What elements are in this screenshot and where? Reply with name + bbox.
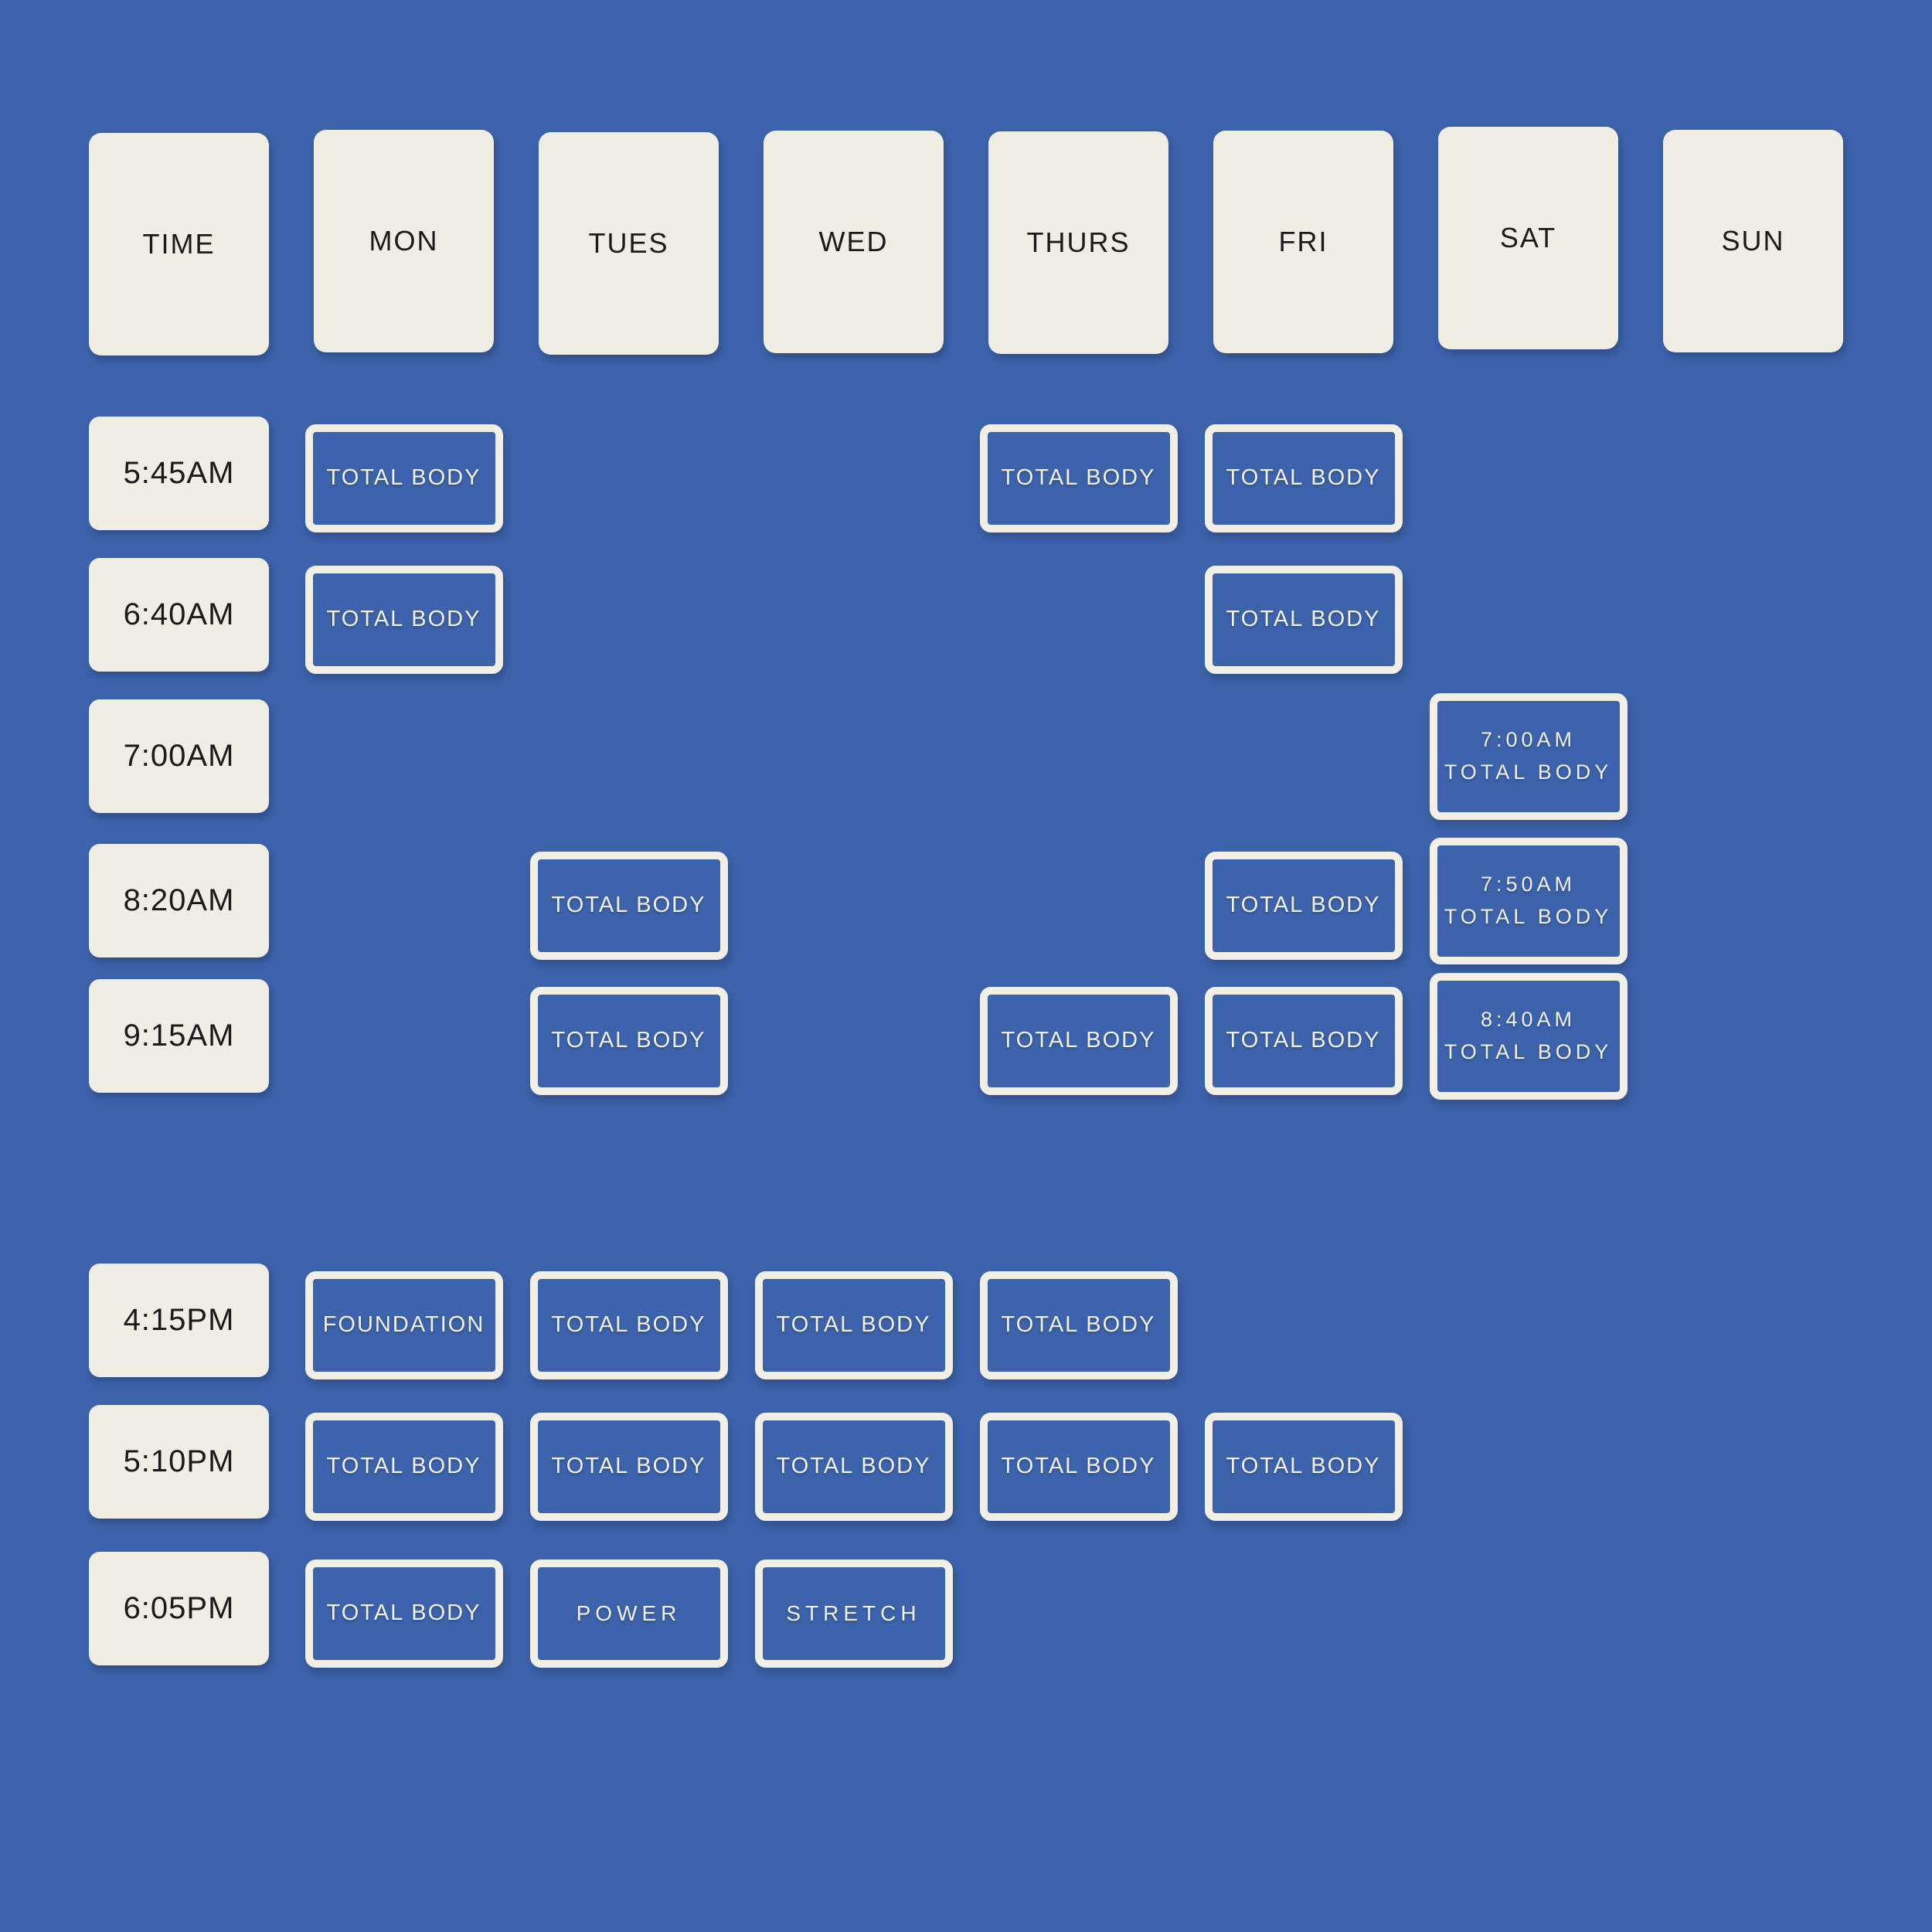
class-card: 8:40AM TOTAL BODY bbox=[1429, 972, 1628, 1100]
class-card-time: 8:40AM bbox=[1480, 1007, 1577, 1031]
column-header-fri: FRI bbox=[1213, 131, 1393, 353]
class-card: TOTAL BODY bbox=[1204, 986, 1403, 1095]
class-card: TOTAL BODY bbox=[979, 1412, 1178, 1521]
time-cell-7:00am: 7:00AM bbox=[89, 699, 269, 813]
time-cell-9:15am: 9:15AM bbox=[89, 979, 269, 1093]
column-header-thurs: THURS bbox=[988, 131, 1168, 354]
class-card: TOTAL BODY bbox=[754, 1412, 953, 1521]
class-card-time: 7:50AM bbox=[1480, 872, 1577, 896]
column-header-tues: TUES bbox=[539, 132, 719, 355]
class-card: TOTAL BODY bbox=[1204, 1412, 1403, 1521]
class-card: TOTAL BODY bbox=[979, 986, 1178, 1095]
class-card: TOTAL BODY bbox=[754, 1270, 953, 1379]
class-card: TOTAL BODY bbox=[1204, 851, 1403, 960]
column-header-wed: WED bbox=[764, 131, 944, 353]
class-card: TOTAL BODY bbox=[304, 1412, 503, 1521]
class-card: TOTAL BODY bbox=[979, 423, 1178, 532]
time-cell-6:40am: 6:40AM bbox=[89, 558, 269, 672]
class-card: TOTAL BODY bbox=[529, 986, 728, 1095]
column-header-sun: SUN bbox=[1663, 130, 1843, 352]
class-card: 7:00AM TOTAL BODY bbox=[1429, 692, 1628, 820]
class-card: TOTAL BODY bbox=[529, 1412, 728, 1521]
column-header-mon: MON bbox=[314, 130, 494, 352]
time-cell-4:15pm: 4:15PM bbox=[89, 1264, 269, 1377]
column-header-time: TIME bbox=[89, 133, 269, 355]
class-card: TOTAL BODY bbox=[304, 423, 503, 532]
class-card: TOTAL BODY bbox=[304, 565, 503, 674]
class-card: STRETCH bbox=[754, 1559, 953, 1668]
class-card-time: 7:00AM bbox=[1480, 727, 1577, 751]
class-card-label: TOTAL BODY bbox=[1444, 904, 1613, 928]
class-card: TOTAL BODY bbox=[529, 1270, 728, 1379]
class-card-label: TOTAL BODY bbox=[1444, 760, 1613, 784]
time-cell-8:20am: 8:20AM bbox=[89, 844, 269, 957]
time-cell-5:10pm: 5:10PM bbox=[89, 1405, 269, 1519]
class-card: FOUNDATION bbox=[304, 1270, 503, 1379]
class-card: TOTAL BODY bbox=[979, 1270, 1178, 1379]
time-cell-6:05pm: 6:05PM bbox=[89, 1552, 269, 1665]
class-card: TOTAL BODY bbox=[304, 1559, 503, 1668]
class-card: TOTAL BODY bbox=[529, 851, 728, 960]
class-card: TOTAL BODY bbox=[1204, 565, 1403, 674]
class-card: 7:50AM TOTAL BODY bbox=[1429, 837, 1628, 964]
class-card-label: TOTAL BODY bbox=[1444, 1039, 1613, 1063]
class-card: TOTAL BODY bbox=[1204, 423, 1403, 532]
column-header-sat: SAT bbox=[1438, 127, 1618, 349]
class-card: POWER bbox=[529, 1559, 728, 1668]
time-cell-5:45am: 5:45AM bbox=[89, 417, 269, 530]
